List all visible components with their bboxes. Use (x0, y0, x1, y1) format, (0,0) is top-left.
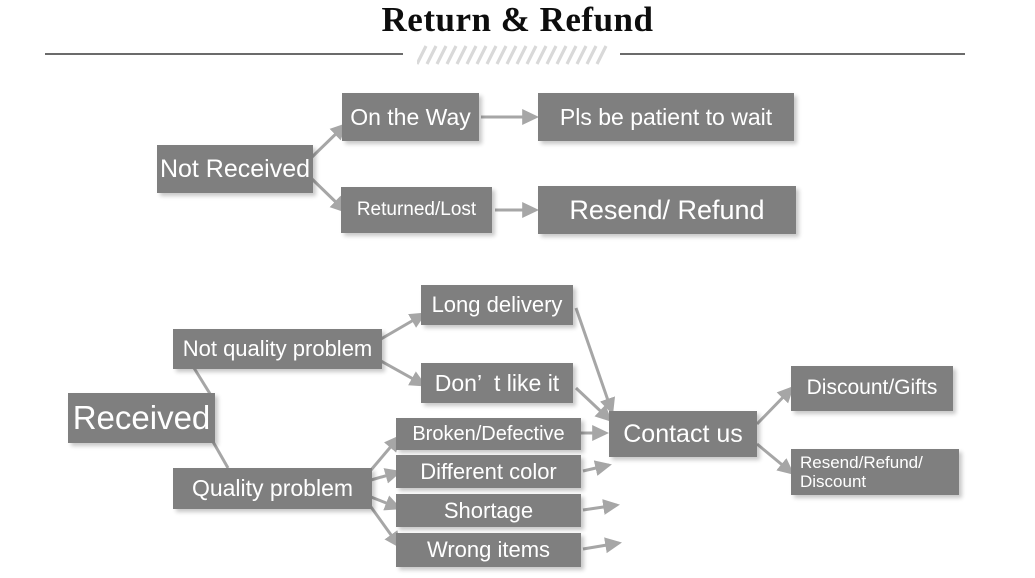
arrow-quality-to-wrong-items (369, 506, 401, 549)
node-returned-lost[interactable]: Returned/Lost (341, 187, 492, 233)
arrow-quality-to-diff-color (370, 468, 402, 484)
arrow-not-quality-to-long-delivery (380, 312, 427, 341)
divider-rule-right (620, 53, 965, 55)
node-resend-refund-discount[interactable]: Resend/Refund/ Discount (791, 449, 959, 495)
node-different-color[interactable]: Different color (396, 455, 581, 488)
divider-rule-left (45, 53, 403, 55)
node-resend-refund[interactable]: Resend/ Refund (538, 186, 796, 234)
arrow-diff-color-to-contact-us (582, 460, 612, 476)
node-contact-us[interactable]: Contact us (609, 411, 757, 457)
node-dont-like-it[interactable]: Don’ t like it (421, 363, 573, 403)
hatch-divider-icon (417, 45, 608, 65)
node-received[interactable]: Received (68, 393, 215, 443)
arrow-contact-us-to-discount-gifts (755, 385, 795, 426)
arrow-long-delivery-to-contact-us (574, 307, 615, 415)
node-not-quality-problem[interactable]: Not quality problem (173, 329, 382, 369)
link-received-to-quality (210, 439, 230, 469)
node-broken-defective[interactable]: Broken/Defective (396, 418, 581, 450)
page-title: Return & Refund (381, 0, 654, 39)
arrow-not-received-to-returned-lost (309, 176, 348, 214)
node-not-received[interactable]: Not Received (157, 145, 313, 193)
arrow-dont-like-to-contact-us (574, 386, 613, 423)
arrow-not-quality-to-dont-like (380, 359, 427, 387)
node-discount-gifts[interactable]: Discount/Gifts (791, 366, 953, 411)
arrow-wrong-items-to-contact-us (582, 537, 622, 554)
title-divider (0, 44, 1035, 66)
arrow-quality-to-broken (369, 434, 401, 471)
arrow-shortage-to-contact-us (582, 499, 620, 515)
node-on-the-way[interactable]: On the Way (342, 93, 479, 141)
node-shortage[interactable]: Shortage (396, 494, 581, 527)
arrow-not-received-to-on-the-way (309, 122, 348, 160)
arrow-quality-to-shortage (370, 495, 402, 511)
arrow-contact-us-to-resend-discount (756, 442, 795, 475)
node-pls-be-patient-to-wait[interactable]: Pls be patient to wait (538, 93, 794, 141)
node-long-delivery[interactable]: Long delivery (421, 285, 573, 325)
node-quality-problem[interactable]: Quality problem (173, 468, 372, 509)
node-wrong-items[interactable]: Wrong items (396, 533, 581, 567)
